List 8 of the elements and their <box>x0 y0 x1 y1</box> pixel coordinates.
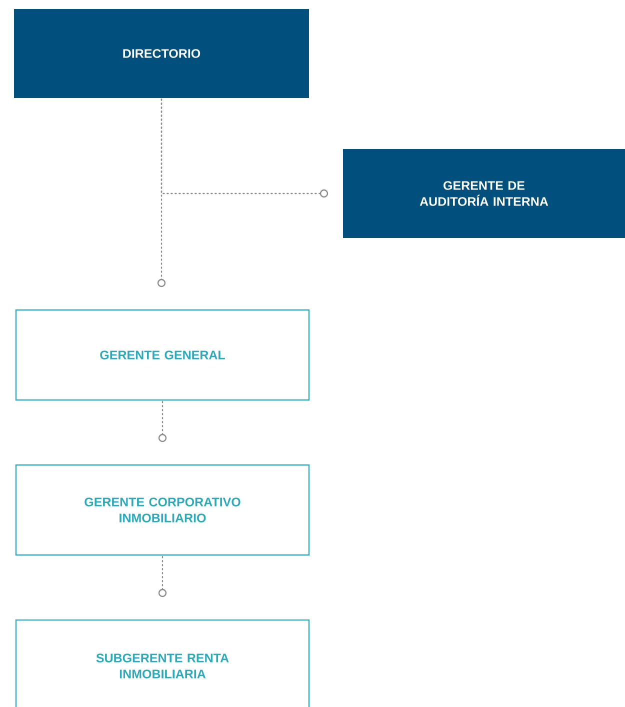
position-box: GERENTE CORPORATIVO INMOBILIARIO <box>15 464 310 556</box>
connector <box>158 556 167 598</box>
connector <box>158 401 167 442</box>
position-box: SUBGERENTE RENTA INMOBILIARIA <box>15 619 310 707</box>
connector <box>160 98 328 198</box>
position-box: GERENTE GENERAL <box>15 309 310 401</box>
position-box: DIRECTORIO <box>14 9 309 98</box>
position-box: GERENTE DE AUDITORÍA INTERNA <box>343 149 625 238</box>
